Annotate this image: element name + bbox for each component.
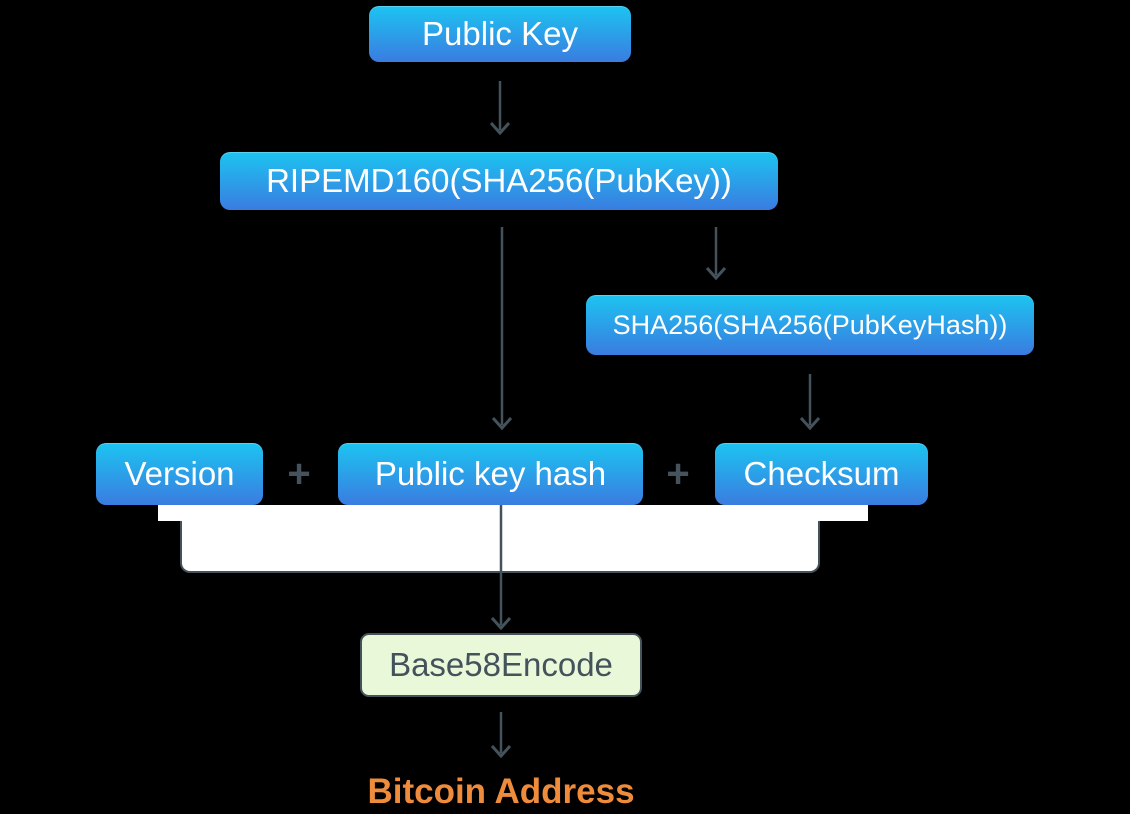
bitcoin-address-label: Bitcoin Address [367, 772, 635, 811]
arrow-down-icon [486, 712, 516, 758]
plus-operator: + [658, 443, 698, 505]
node-sha256-sha256: SHA256(SHA256(PubKeyHash)) [586, 295, 1034, 355]
node-public-key: Public Key [369, 6, 631, 62]
arrow-down-icon [486, 505, 516, 630]
node-base58encode-label: Base58Encode [389, 646, 613, 683]
arrow-down-icon [795, 374, 825, 430]
node-version-label: Version [124, 455, 235, 492]
node-version: Version [96, 443, 263, 505]
node-ripemd160: RIPEMD160(SHA256(PubKey)) [220, 152, 778, 210]
plus-operator-label: + [666, 451, 690, 496]
arrow-down-icon [487, 227, 517, 430]
node-checksum: Checksum [715, 443, 928, 505]
node-public-key-hash: Public key hash [338, 443, 643, 505]
node-public-key-hash-label: Public key hash [374, 455, 607, 492]
node-checksum-label: Checksum [743, 455, 900, 492]
plus-operator: + [279, 443, 319, 505]
arrow-down-icon [485, 81, 515, 135]
node-ripemd160-label: RIPEMD160(SHA256(PubKey)) [266, 162, 732, 199]
node-public-key-label: Public Key [422, 15, 578, 52]
node-base58encode: Base58Encode [360, 633, 642, 697]
plus-operator-label: + [287, 451, 311, 496]
merge-band [158, 505, 868, 521]
arrow-down-icon [701, 227, 731, 280]
node-sha256-sha256-label: SHA256(SHA256(PubKeyHash)) [612, 309, 1008, 340]
